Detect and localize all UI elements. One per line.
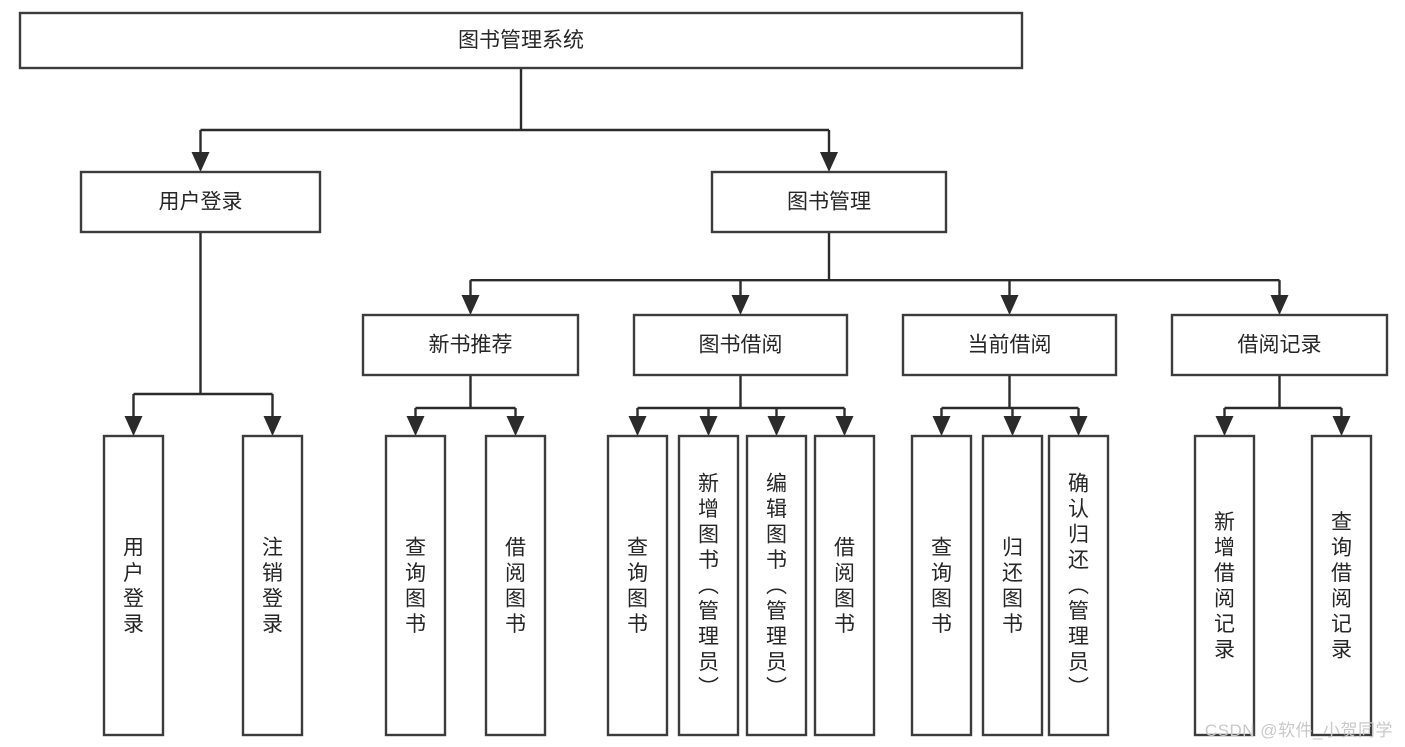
node-current-borrow[interactable]: 当前借阅 (901, 313, 1118, 377)
arrow-head-leaf-confirm-return (1069, 416, 1088, 436)
node-label-root: 图书管理系统 (458, 29, 584, 52)
node-label-leaf-confirm-return: 确认归还︵管理员︶ (1068, 473, 1089, 700)
node-box-leaf-query-borrow-record (1310, 434, 1373, 737)
node-layer: 图书管理系统用户登录图书管理新书推荐图书借阅当前借阅借阅记录用户登录注销登录查询… (18, 11, 1389, 737)
node-leaf-edit-book[interactable]: 编辑图书︵管理员︶ (745, 434, 808, 737)
node-box-leaf-confirm-return (1047, 434, 1110, 737)
connector-layer (124, 68, 1351, 436)
node-label-leaf-return-book: 归还图书 (1002, 536, 1023, 636)
connector-group-borrow-record (1215, 375, 1351, 436)
node-label-leaf-borrow-book-2: 借阅图书 (834, 536, 855, 636)
csdn-watermark: CSDN @软件_小贺同学 (1204, 721, 1393, 740)
node-label-leaf-query-book-1: 查询图书 (405, 536, 426, 636)
node-label-leaf-query-book-3: 查询图书 (931, 536, 952, 636)
node-label-current-borrow: 当前借阅 (968, 334, 1052, 357)
node-label-leaf-user-login: 用户登录 (123, 536, 144, 636)
node-label-book-borrow: 图书借阅 (699, 334, 783, 357)
node-new-book-recommend[interactable]: 新书推荐 (361, 313, 580, 377)
node-leaf-query-borrow-record[interactable]: 查询借阅记录 (1310, 434, 1373, 737)
node-leaf-borrow-book-1[interactable]: 借阅图书 (484, 434, 547, 737)
arrow-head-leaf-logout (263, 416, 282, 436)
arrow-head-leaf-add-borrow-record (1215, 416, 1234, 436)
arrow-head-user-login (191, 152, 210, 172)
node-user-login[interactable]: 用户登录 (79, 170, 322, 234)
node-book-borrow[interactable]: 图书借阅 (632, 313, 849, 377)
connector-group-user-login (124, 232, 282, 436)
arrow-head-leaf-query-book-2 (628, 416, 647, 436)
arrow-head-leaf-borrow-book-2 (835, 416, 854, 436)
node-box-leaf-query-book-3 (910, 434, 973, 737)
node-leaf-return-book[interactable]: 归还图书 (981, 434, 1044, 737)
arrow-head-leaf-query-borrow-record (1332, 416, 1351, 436)
node-box-leaf-return-book (981, 434, 1044, 737)
node-box-new-book-recommend (361, 313, 580, 377)
node-box-leaf-add-borrow-record (1193, 434, 1256, 737)
node-leaf-add-book[interactable]: 新增图书︵管理员︶ (677, 434, 740, 737)
arrow-head-book-borrow (731, 295, 750, 315)
node-box-leaf-query-book-2 (606, 434, 669, 737)
arrow-head-leaf-return-book (1003, 416, 1022, 436)
node-leaf-confirm-return[interactable]: 确认归还︵管理员︶ (1047, 434, 1110, 737)
connector-group-root (191, 68, 838, 172)
node-box-leaf-user-login (102, 434, 165, 737)
node-box-user-login (79, 170, 322, 234)
node-leaf-query-book-1[interactable]: 查询图书 (384, 434, 447, 737)
arrow-head-new-book-recommend (461, 295, 480, 315)
arrow-head-book-manage (820, 152, 838, 172)
arrow-head-leaf-query-book-1 (406, 416, 425, 436)
arrow-head-leaf-add-book (699, 416, 718, 436)
node-leaf-add-borrow-record[interactable]: 新增借阅记录 (1193, 434, 1256, 737)
node-label-borrow-record: 借阅记录 (1238, 334, 1322, 357)
node-box-current-borrow (901, 313, 1118, 377)
node-label-leaf-borrow-book-1: 借阅图书 (505, 536, 526, 636)
node-leaf-borrow-book-2[interactable]: 借阅图书 (813, 434, 876, 737)
node-label-book-manage: 图书管理 (787, 191, 871, 214)
arrow-head-borrow-record (1270, 295, 1289, 315)
node-label-leaf-query-borrow-record: 查询借阅记录 (1331, 511, 1352, 662)
node-label-new-book-recommend: 新书推荐 (429, 334, 513, 357)
node-box-book-manage (710, 170, 948, 234)
connector-group-new-book-recommend (406, 375, 525, 436)
node-box-leaf-logout (241, 434, 304, 737)
arrow-head-leaf-query-book-3 (932, 416, 951, 436)
node-box-leaf-edit-book (745, 434, 808, 737)
arrow-head-leaf-edit-book (767, 416, 786, 436)
node-box-root (18, 11, 1024, 70)
connector-group-book-borrow (628, 375, 854, 436)
node-label-leaf-logout: 注销登录 (262, 536, 283, 636)
node-leaf-query-book-2[interactable]: 查询图书 (606, 434, 669, 737)
node-label-leaf-add-borrow-record: 新增借阅记录 (1214, 511, 1235, 662)
connector-group-current-borrow (932, 375, 1088, 436)
connector-group-book-manage (461, 232, 1289, 315)
node-box-borrow-record (1170, 313, 1389, 377)
node-root[interactable]: 图书管理系统 (18, 11, 1024, 70)
node-label-leaf-query-book-2: 查询图书 (627, 536, 648, 636)
node-box-leaf-borrow-book-2 (813, 434, 876, 737)
node-label-leaf-edit-book: 编辑图书︵管理员︶ (766, 473, 787, 700)
node-label-user-login: 用户登录 (159, 191, 243, 214)
arrow-head-leaf-user-login (124, 416, 143, 436)
node-borrow-record[interactable]: 借阅记录 (1170, 313, 1389, 377)
node-box-leaf-query-book-1 (384, 434, 447, 737)
arrow-head-current-borrow (1000, 295, 1019, 315)
node-label-leaf-add-book: 新增图书︵管理员︶ (698, 473, 719, 700)
node-box-leaf-add-book (677, 434, 740, 737)
arrow-head-leaf-borrow-book-1 (506, 416, 525, 436)
node-box-leaf-borrow-book-1 (484, 434, 547, 737)
node-book-manage[interactable]: 图书管理 (710, 170, 948, 234)
node-leaf-logout[interactable]: 注销登录 (241, 434, 304, 737)
node-leaf-user-login[interactable]: 用户登录 (102, 434, 165, 737)
node-leaf-query-book-3[interactable]: 查询图书 (910, 434, 973, 737)
node-box-book-borrow (632, 313, 849, 377)
